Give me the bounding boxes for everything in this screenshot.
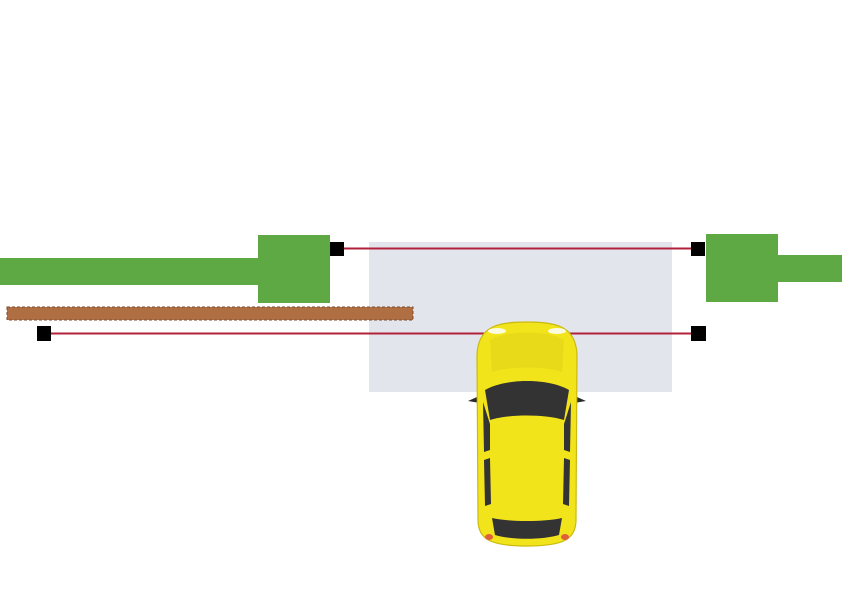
lower-left-post (37, 326, 51, 341)
right-wall-block (706, 234, 778, 302)
car-hood-shade (490, 332, 564, 372)
car-side-window-right-front (564, 402, 571, 452)
car-side-window-right-rear (563, 458, 570, 506)
car-side-window-left-rear (484, 458, 491, 506)
lower-right-post (691, 326, 706, 341)
left-wall (0, 235, 330, 303)
rail (6, 306, 414, 321)
upper-right-post (691, 242, 705, 256)
car-rear-window (492, 518, 562, 539)
right-wall-arm (774, 255, 842, 282)
car-side-window-left-front (483, 402, 490, 452)
right-wall (706, 234, 842, 302)
left-wall-block (258, 235, 330, 303)
car-top-view-icon (468, 321, 586, 547)
barrier-cable-upper (330, 242, 705, 256)
car-roof (493, 418, 561, 515)
barrier-cable-lower (37, 326, 706, 341)
car-headlight-left (488, 328, 506, 334)
upper-left-post (330, 242, 344, 256)
car-taillight-right (561, 534, 569, 540)
left-wall-arm (0, 258, 262, 285)
car-taillight-left (485, 534, 493, 540)
car-windshield (485, 381, 569, 420)
car-headlight-right (548, 328, 566, 334)
